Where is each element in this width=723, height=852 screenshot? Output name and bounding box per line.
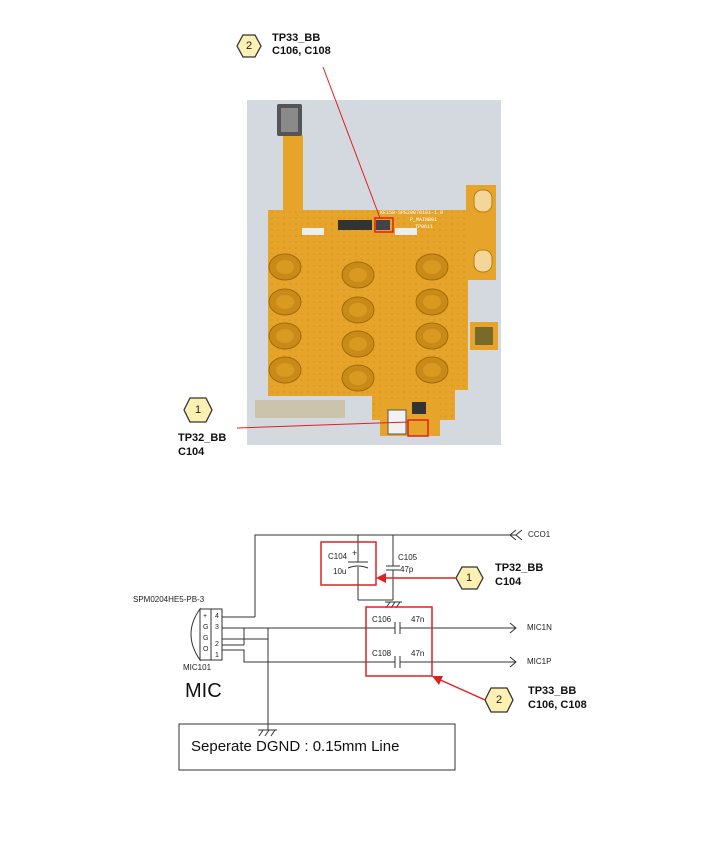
- callout-schem-1-line1: TP32_BB: [495, 562, 544, 574]
- keypad-pads: [268, 253, 449, 392]
- hex-callout-schem-1: [455, 566, 484, 590]
- mic-ref: MIC101: [183, 663, 212, 672]
- photo-highlight-c106-c108: [374, 217, 394, 233]
- mic-pin-3: 3: [215, 624, 219, 631]
- pcb-photo: KE150-SPE20070101-1.0 P_MAINB01 TP0611: [247, 100, 501, 445]
- keypad-pad-inner-2: [349, 268, 367, 282]
- net-cco1: CCO1: [528, 530, 551, 539]
- net-mic1n: MIC1N: [527, 623, 552, 632]
- schematic: [178, 529, 523, 771]
- keypad-pad-inner-11: [349, 371, 367, 385]
- component-array: [338, 220, 372, 230]
- side-switch: [475, 327, 493, 345]
- schem-highlight-c106-c108: [365, 606, 433, 677]
- cco1-arrow-2: [515, 529, 523, 541]
- cco1-arrow-1: [509, 529, 517, 541]
- silk-line-1: KE150-SPE20070101-1.0: [380, 210, 443, 216]
- mic-part-number: SPM0204HE5-PB-3: [133, 595, 205, 604]
- hex-callout-top-number: 2: [245, 40, 253, 52]
- wire-mic1p-left: [222, 649, 395, 663]
- mic-title: MIC: [185, 680, 222, 702]
- arrow-schem-2-head: [432, 676, 443, 685]
- keypad-pad-inner-3: [423, 260, 441, 274]
- side-key-2: [473, 249, 493, 273]
- callout-top-line1: TP33_BB: [272, 32, 321, 44]
- keypad-pad-inner-8: [349, 337, 367, 351]
- net-mic1p: MIC1P: [527, 657, 552, 666]
- arrow-schem-2: [435, 677, 486, 701]
- wire-cco1: [254, 534, 516, 617]
- mic-pin-2: 2: [215, 641, 219, 648]
- keypad-pad-inner-12: [423, 363, 441, 377]
- hex-callout-photo-number: 1: [194, 404, 202, 416]
- c105-value: 47p: [400, 565, 414, 574]
- bottom-tail: [255, 400, 345, 418]
- mic-mark-g1: G: [203, 624, 209, 631]
- dgnd-hatch-3: [270, 729, 276, 737]
- hex-callout-photo: [183, 397, 213, 423]
- c104-value: 10u: [333, 567, 347, 576]
- dgnd-note: Seperate DGND : 0.15mm Line: [191, 738, 400, 755]
- mic-ic: [412, 402, 426, 414]
- flex-strip: [283, 135, 303, 213]
- arrow-schem-1-head: [376, 573, 386, 583]
- keypad-pad-inner-6: [423, 295, 441, 309]
- mic1n-arrow: [509, 622, 517, 634]
- callout-schem-1-line2: C104: [495, 576, 522, 588]
- side-key-1: [473, 189, 493, 213]
- c106-c108-parts: [376, 220, 390, 230]
- keypad-pad-inner-7: [276, 329, 294, 343]
- mic-mark-g2: G: [203, 635, 209, 642]
- c105-ref: C105: [398, 553, 418, 562]
- c108-value: 47n: [411, 649, 425, 658]
- mic-mark-o: O: [203, 646, 209, 653]
- hex-callout-schem-1-number: 1: [465, 572, 473, 584]
- silk-line-3: TP0611: [415, 224, 433, 230]
- mic-pin-4: 4: [215, 613, 219, 620]
- component-left: [302, 228, 324, 235]
- arrow-photo-callout: [236, 421, 409, 429]
- c106-value: 47n: [411, 615, 425, 624]
- c104-plate-bottom: [347, 565, 369, 569]
- callout-top-line2: C106, C108: [272, 45, 331, 57]
- silkscreen-text: KE150-SPE20070101-1.0 P_MAINB01 TP0611: [380, 210, 443, 230]
- mic-pin-1: 1: [215, 652, 219, 659]
- keypad-pad-inner-1: [276, 260, 294, 274]
- c104-polarity: +: [352, 548, 358, 558]
- mic-body-curve: [190, 607, 201, 662]
- keypad-pad-inner-4: [276, 295, 294, 309]
- dgnd-hatch-1: [258, 729, 264, 737]
- keypad-pad-inner-5: [349, 303, 367, 317]
- keypad-pad-inner-9: [423, 329, 441, 343]
- dgnd-hatch-2: [264, 729, 270, 737]
- silk-line-2: P_MAINB01: [410, 217, 437, 223]
- dgnd-note-box: [178, 723, 456, 771]
- c108-ref: C108: [372, 649, 392, 658]
- callout-schem-2-line1: TP33_BB: [528, 685, 577, 697]
- mic-mark-plus: +: [203, 613, 208, 620]
- hex-callout-schem-2-number: 2: [495, 694, 503, 706]
- photo-highlight-c104: [407, 419, 429, 437]
- component-right: [395, 228, 417, 235]
- hex-callout-schem-2: [484, 687, 514, 713]
- mic1p-arrow: [509, 656, 517, 668]
- keypad-pad-inner-10: [276, 363, 294, 377]
- c106-ref: C106: [372, 615, 392, 624]
- flex-connector-pins: [281, 108, 298, 132]
- callout-photo-line2: C104: [178, 446, 205, 458]
- schem-highlight-c104: [320, 541, 377, 586]
- callout-photo-line1: TP32_BB: [178, 432, 227, 444]
- c104-ref: C104: [328, 552, 348, 561]
- arrow-top-callout: [322, 66, 381, 219]
- hex-callout-top: [236, 34, 262, 58]
- callout-schem-2-line2: C106, C108: [528, 699, 587, 711]
